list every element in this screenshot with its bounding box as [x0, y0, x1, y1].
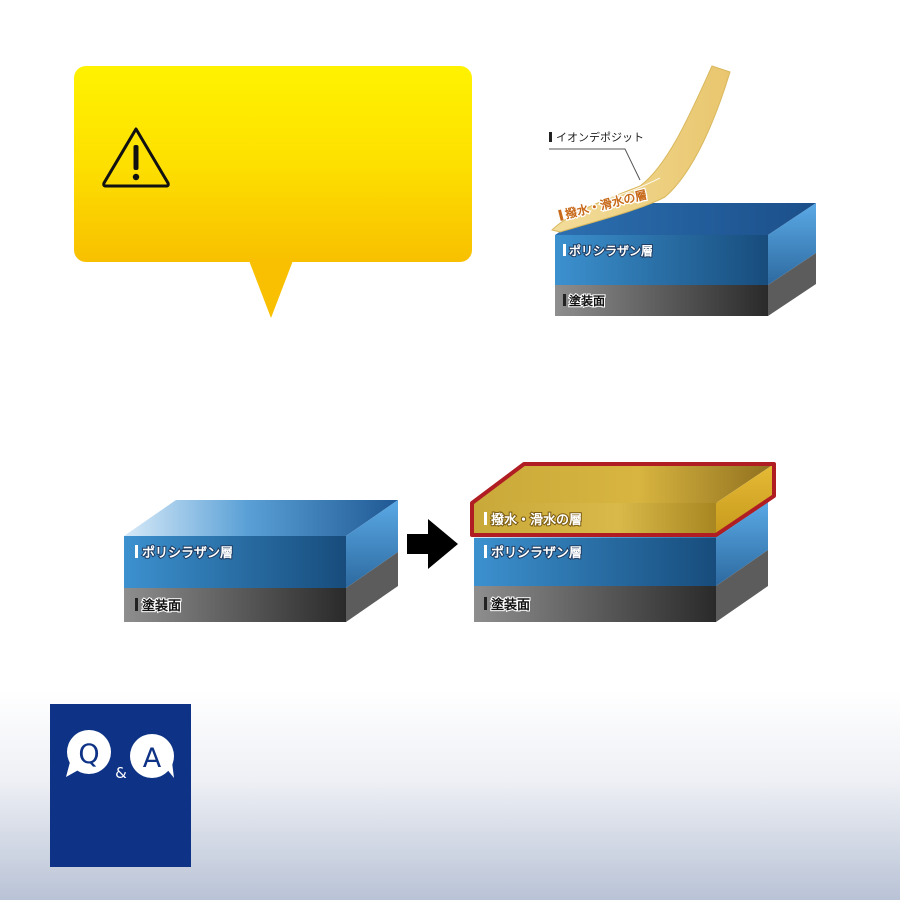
- ion-deposit-label-bar: [549, 132, 552, 142]
- before-block-side-gray: [346, 552, 398, 622]
- top-paint-label-bar: [563, 294, 566, 306]
- before-block-top-face: [124, 500, 398, 536]
- after-paint-layer: [474, 586, 716, 622]
- after-paint-label-bar: [484, 597, 487, 610]
- ion-deposit-leader-line: [549, 148, 641, 181]
- q-bubble-tail: [66, 762, 82, 777]
- top-polysilazane-layer: [555, 235, 768, 285]
- after-water-layer-top-face: [472, 464, 774, 503]
- right-arrow-icon: [407, 519, 458, 569]
- after-block-side-blue: [716, 502, 768, 586]
- warning-callout: [74, 66, 472, 262]
- q-bubble: [67, 730, 111, 774]
- top-water-label-bar: [558, 209, 564, 221]
- top-block-side-blue: [768, 203, 816, 285]
- top-block-side-gray: [768, 253, 816, 316]
- before-paint-label: 塗装面: [142, 598, 181, 614]
- after-water-layer-outline: [470, 462, 776, 537]
- qa-badge[interactable]: Q & A: [50, 704, 191, 867]
- after-polysilazane-layer: [474, 538, 716, 586]
- after-water-layer-label: 撥水・滑水の層: [491, 512, 582, 528]
- q-letter: Q: [78, 739, 99, 770]
- before-polysilazane-label-bar: [135, 545, 138, 558]
- ampersand: &: [115, 764, 127, 782]
- top-polysilazane-label: ポリシラザン層: [569, 243, 653, 258]
- after-block: [470, 462, 776, 622]
- after-polysilazane-label: ポリシラザン層: [491, 545, 582, 561]
- before-polysilazane-label: ポリシラザン層: [142, 545, 233, 561]
- top-polysilazane-label-bar: [563, 244, 566, 256]
- peel-highlight: [599, 177, 661, 201]
- callout-tail: [248, 258, 294, 318]
- peeling-water-layer: [551, 65, 731, 233]
- after-polysilazane-label-bar: [484, 545, 487, 558]
- a-bubble-tail: [166, 762, 174, 778]
- before-block-side-blue: [346, 500, 398, 588]
- a-letter: A: [143, 743, 162, 774]
- after-water-label-bar: [484, 512, 487, 525]
- after-water-layer-front: [472, 503, 716, 535]
- before-after-diagram: ポリシラザン層 塗装面 撥水・滑水の層 ポリシラザン層 塗装面: [124, 462, 776, 622]
- top-block: [555, 203, 816, 316]
- qa-bubbles-icon: Q & A: [66, 730, 174, 782]
- before-paint-label-bar: [135, 598, 138, 611]
- ion-deposit-diagram: イオンデポジット 撥水・滑水の層 ポリシラザン層 塗装面: [549, 65, 816, 316]
- after-paint-label: 塗装面: [491, 597, 530, 613]
- before-block: [124, 500, 398, 622]
- after-water-layer-side: [716, 464, 774, 535]
- before-polysilazane-layer: [124, 536, 346, 588]
- top-paint-label: 塗装面: [569, 293, 605, 308]
- warning-triangle-icon: [102, 127, 170, 188]
- top-paint-layer: [555, 285, 768, 316]
- before-paint-layer: [124, 588, 346, 622]
- after-block-side-gray: [716, 550, 768, 622]
- ion-deposit-label: イオンデポジット: [556, 130, 644, 144]
- a-bubble: [130, 734, 174, 778]
